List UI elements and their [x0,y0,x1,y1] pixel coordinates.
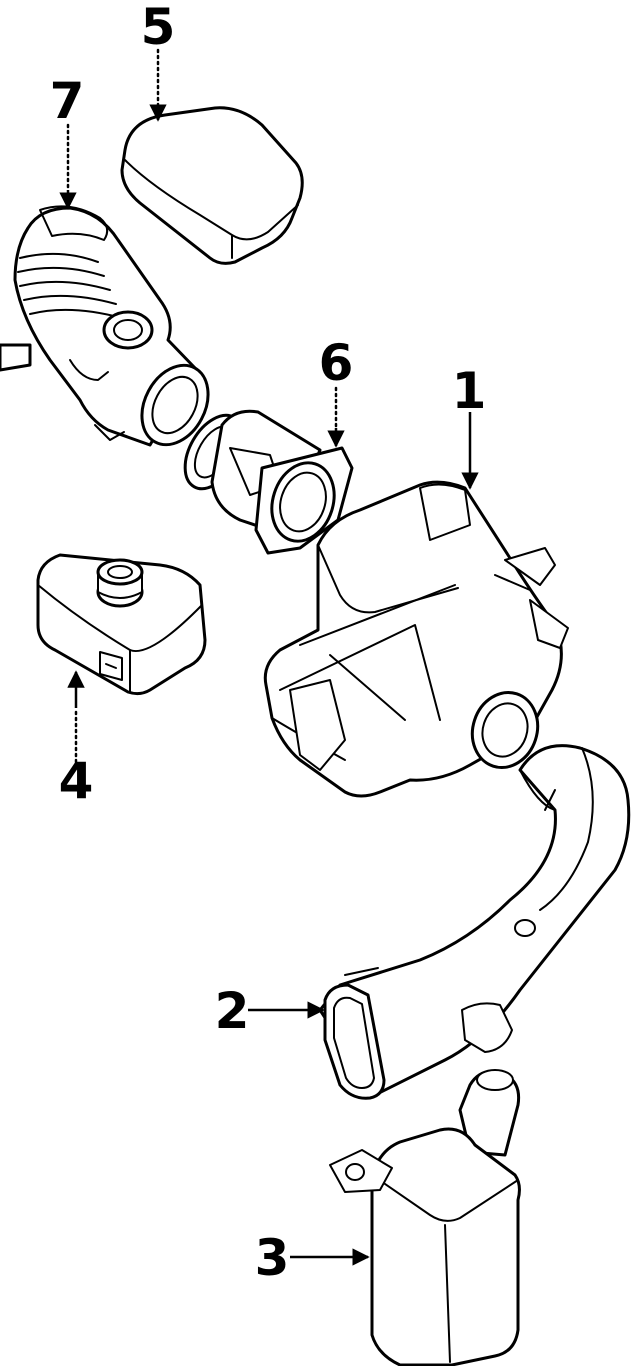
callout-5: 5 [141,0,176,56]
part-6-mass-air-flow-sensor [183,409,354,555]
air-intake-duct [318,744,631,1097]
part-5-filter-element [120,106,304,265]
leader-lines [59,48,479,1266]
part-4-resonator [36,553,207,696]
callout-6: 6 [319,334,354,392]
callout-2: 2 [215,982,250,1040]
callout-1: 1 [452,362,487,420]
callout-3: 3 [255,1229,290,1287]
callout-7: 7 [50,72,85,130]
callout-4: 4 [59,752,94,810]
part-1-air-cleaner-housing [263,480,569,798]
part-2-seal [323,983,386,1100]
callout-labels: 5 7 6 1 4 2 3 [50,0,487,1287]
part-3-lower-resonator [329,1069,521,1366]
part-7-throttle-body [0,205,210,447]
